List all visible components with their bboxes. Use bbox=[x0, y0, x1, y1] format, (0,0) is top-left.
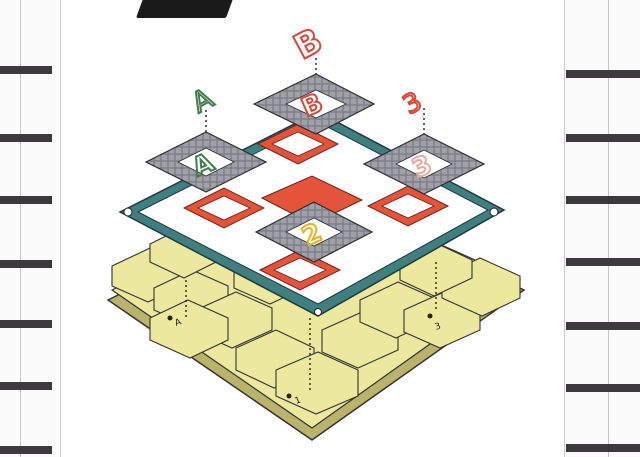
floating-letter-top: B bbox=[287, 20, 329, 67]
frame-rivet bbox=[490, 208, 498, 216]
key-dot bbox=[428, 314, 433, 319]
floating-letter-right: 3 bbox=[398, 87, 427, 121]
key-dot bbox=[287, 394, 292, 399]
floating-letter-left: A bbox=[186, 81, 218, 119]
key-dot bbox=[168, 316, 173, 321]
frame-rivet bbox=[315, 309, 322, 316]
frame-rivet bbox=[124, 208, 132, 216]
